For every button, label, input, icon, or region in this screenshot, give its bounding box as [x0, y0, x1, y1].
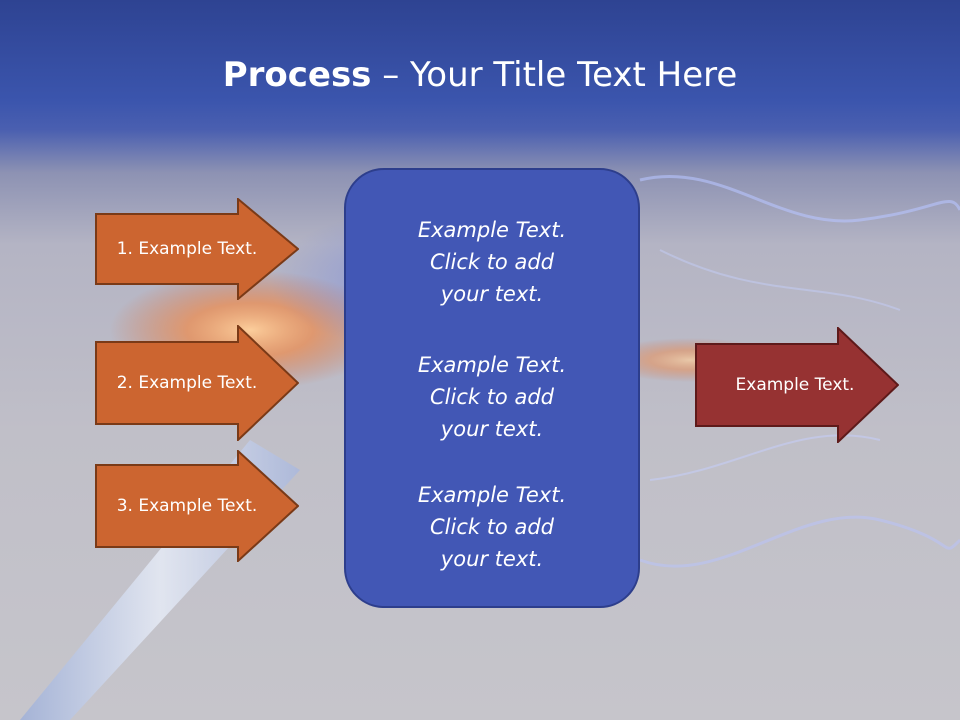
center-text-block-1[interactable]: Example Text. Click to add your text.	[346, 214, 638, 310]
title-bold: Process	[222, 55, 372, 95]
center-text-block-2[interactable]: Example Text. Click to add your text.	[346, 349, 638, 445]
center-process-box[interactable]: Example Text. Click to add your text. Ex…	[344, 168, 640, 608]
result-label: Example Text.	[735, 375, 855, 395]
result-arrow[interactable]: Example Text.	[695, 327, 899, 443]
center-text-line: Example Text.	[417, 218, 567, 242]
step-arrow-2[interactable]: 2. Example Text.	[95, 325, 299, 441]
arrow-shape	[695, 327, 899, 443]
center-text-line: your text.	[440, 547, 544, 571]
center-text-line: Example Text.	[417, 483, 567, 507]
center-text-line: your text.	[440, 282, 544, 306]
center-text-block-3[interactable]: Example Text. Click to add your text.	[346, 479, 638, 575]
step-label: 2. Example Text.	[116, 373, 258, 393]
step-arrow-3[interactable]: 3. Example Text.	[95, 450, 299, 562]
step-label: 3. Example Text.	[116, 496, 258, 516]
center-text-line: Click to add	[429, 250, 554, 274]
title-bar: Process – Your Title Text Here	[0, 40, 960, 110]
arrow-shape	[95, 450, 299, 562]
arrow-shape	[95, 325, 299, 441]
step-arrow-1[interactable]: 1. Example Text.	[95, 198, 299, 300]
center-text-line: Click to add	[429, 385, 554, 409]
center-text-line: Example Text.	[417, 353, 567, 377]
title-rest: – Your Title Text Here	[371, 55, 738, 95]
slide-title[interactable]: Process – Your Title Text Here	[0, 40, 960, 110]
step-label: 1. Example Text.	[116, 239, 258, 259]
arrow-shape	[95, 198, 299, 300]
smoke-wisp	[639, 174, 960, 223]
center-text-line: Click to add	[429, 515, 554, 539]
center-text-line: your text.	[440, 417, 544, 441]
